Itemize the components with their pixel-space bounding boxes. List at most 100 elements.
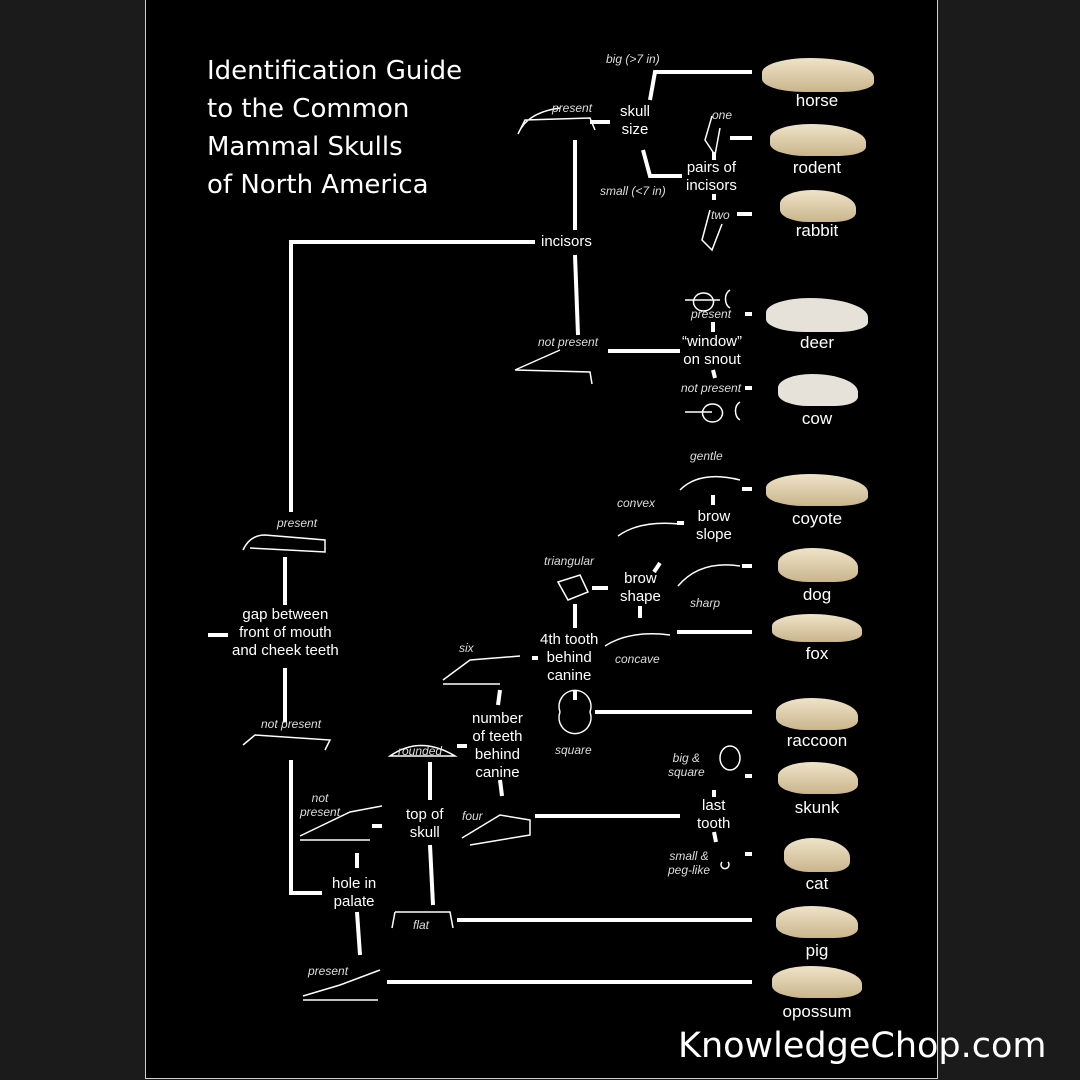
poster <box>145 0 938 1079</box>
label-four: four <box>462 809 483 823</box>
label-flat: flat <box>413 918 430 932</box>
line: small & <box>669 849 709 863</box>
line: peg-like <box>668 863 711 877</box>
line: behind <box>546 649 592 666</box>
species-dog: dog <box>802 585 832 604</box>
label-six: six <box>459 641 474 655</box>
line: on snout <box>683 351 741 368</box>
dog-skull-image <box>778 548 858 582</box>
cow-skull-image <box>778 374 858 406</box>
title-line: of North America <box>207 170 429 200</box>
species-rabbit: rabbit <box>795 221 839 240</box>
fox-skull-image <box>772 614 862 642</box>
line: incisors <box>686 177 737 194</box>
pig-skull-image <box>776 906 858 938</box>
line: top of <box>406 806 444 823</box>
line: canine <box>475 764 520 781</box>
label-not-present: not present <box>538 335 599 349</box>
label-gentle: gentle <box>690 449 723 463</box>
label-rounded: rounded <box>398 744 443 758</box>
species-deer: deer <box>799 333 835 352</box>
label-square: square <box>555 743 592 757</box>
line: palate <box>333 893 375 910</box>
horse-skull-image <box>762 58 874 92</box>
species-raccoon: raccoon <box>786 731 848 750</box>
line: front of mouth <box>239 624 332 641</box>
line: not <box>311 791 329 805</box>
cat-skull-image <box>784 838 850 872</box>
node-incisors: incisors <box>541 233 592 250</box>
line: gap between <box>242 606 329 623</box>
species-cat: cat <box>805 874 829 893</box>
species-pig: pig <box>805 941 829 960</box>
species-fox: fox <box>805 644 829 663</box>
line: shape <box>620 588 661 605</box>
watermark: KnowledgeChop.com <box>678 1026 1047 1066</box>
species-rodent: rodent <box>792 158 842 177</box>
species-cow: cow <box>801 409 833 428</box>
line: last <box>702 797 726 814</box>
line: brow <box>697 508 731 525</box>
line: big & <box>672 751 701 765</box>
species-horse: horse <box>795 91 839 110</box>
line: skull <box>409 824 440 841</box>
line: hole in <box>332 875 377 892</box>
line: slope <box>696 526 732 543</box>
label-small: small (<7 in) <box>600 184 666 198</box>
node-window-snout: “window”on snout <box>682 333 742 369</box>
species-opossum: opossum <box>782 1002 852 1021</box>
label-triangular: triangular <box>544 554 595 568</box>
label-window-present: present <box>691 307 732 321</box>
label-sharp: sharp <box>690 596 721 610</box>
species-skunk: skunk <box>794 798 840 817</box>
opossum-skull-image <box>772 966 862 998</box>
title-line: Mammal Skulls <box>207 132 403 162</box>
raccoon-skull-image <box>776 698 858 730</box>
line: size <box>621 121 649 138</box>
line: present <box>300 805 341 819</box>
title-line: to the Common <box>207 94 410 124</box>
deer-skull-image <box>766 298 868 332</box>
label-two: two <box>711 208 730 222</box>
label-big: big (>7 in) <box>606 52 660 66</box>
line: “window” <box>682 333 743 350</box>
line: behind <box>474 746 520 763</box>
line: pairs of <box>686 159 737 176</box>
title-line: Identification Guide <box>207 56 463 86</box>
label-small-peg: small &peg-like <box>668 849 710 877</box>
label-window-not: not present <box>681 381 742 395</box>
line: 4th tooth <box>540 631 599 648</box>
line: square <box>668 765 705 779</box>
skunk-skull-image <box>778 762 858 794</box>
line: skull <box>620 103 651 120</box>
line: brow <box>624 570 657 587</box>
label-present: present <box>552 101 593 115</box>
label-gap-not: not present <box>261 717 322 731</box>
coyote-skull-image <box>766 474 868 506</box>
line: canine <box>547 667 592 684</box>
label-one: one <box>712 108 733 122</box>
label-hole-present: present <box>308 964 349 978</box>
rodent-skull-image <box>770 124 866 156</box>
label-gap-present: present <box>277 516 318 530</box>
line: of teeth <box>472 728 523 745</box>
label-concave: concave <box>615 652 660 666</box>
species-coyote: coyote <box>791 509 843 528</box>
line: number <box>472 710 523 727</box>
line: and cheek teeth <box>232 642 339 659</box>
label-big-square: big &square <box>668 751 705 779</box>
